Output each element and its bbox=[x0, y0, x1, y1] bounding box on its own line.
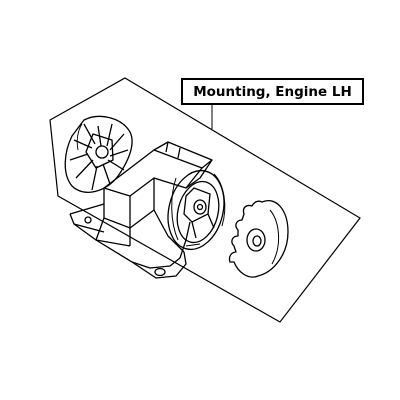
scalloped-washer-plate bbox=[228, 200, 289, 278]
part-label-callout: Mounting, Engine LH bbox=[181, 78, 364, 105]
part-name-text: Mounting, Engine LH bbox=[193, 83, 352, 100]
parts-group-frame bbox=[49, 77, 361, 323]
engine-mount-bracket bbox=[69, 141, 213, 279]
ribbed-cover-plate bbox=[64, 115, 133, 193]
rubber-bushing bbox=[167, 169, 226, 251]
